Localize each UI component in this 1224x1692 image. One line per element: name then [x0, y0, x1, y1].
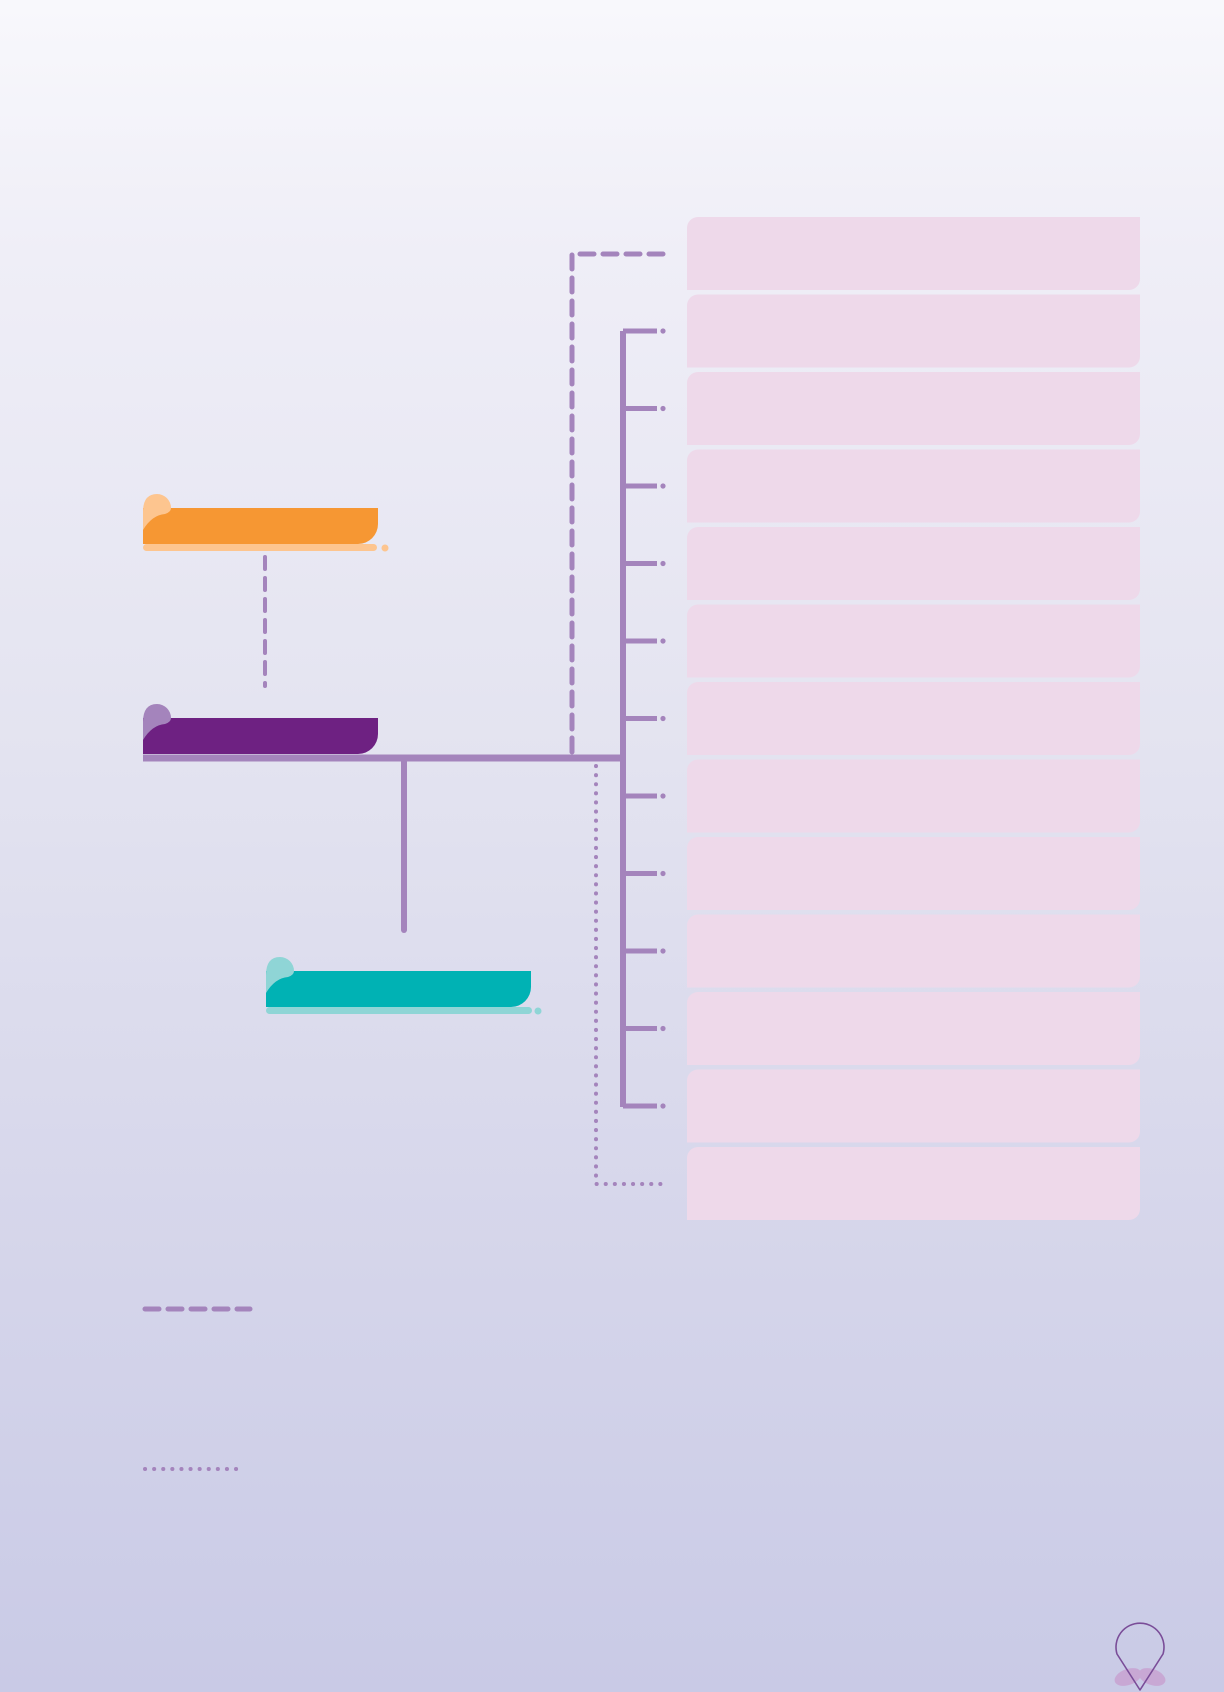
right-box-shape — [687, 914, 1140, 988]
right-box — [687, 604, 1140, 678]
solid-tick-dot — [660, 1025, 666, 1032]
drop-tab-icon — [143, 704, 171, 754]
right-box — [687, 217, 1140, 290]
right-box-column — [687, 217, 1140, 1220]
right-box-shape — [687, 217, 1140, 290]
right-box — [687, 527, 1140, 600]
solid-tick-dot — [660, 405, 666, 412]
right-box — [687, 837, 1140, 910]
right-box — [687, 1069, 1140, 1143]
solid-tick-dot — [660, 560, 666, 567]
solid-tick-dot — [660, 793, 666, 799]
right-box-shape — [687, 1069, 1140, 1143]
right-box — [687, 372, 1140, 445]
banner-teal-dot — [534, 1007, 542, 1015]
solid-tick-dot — [660, 1103, 666, 1109]
banner-teal — [266, 957, 542, 1015]
solid-tick-dot — [660, 483, 666, 489]
right-box-shape — [687, 682, 1140, 755]
right-box-shape — [687, 294, 1140, 368]
solid-tick-dot — [660, 870, 666, 877]
right-box-shape — [687, 837, 1140, 910]
banner-purple — [143, 704, 378, 754]
solid-tick-dot — [660, 328, 666, 334]
drop-tab-icon — [143, 494, 171, 544]
right-box-shape — [687, 759, 1140, 833]
right-box — [687, 759, 1140, 833]
right-box-shape — [687, 449, 1140, 523]
right-box — [687, 294, 1140, 368]
dashed-branch-top — [569, 251, 667, 755]
solid-ticks — [623, 328, 666, 1109]
banner-purple-body — [143, 718, 378, 754]
dotted-branch-bottom — [594, 764, 666, 1186]
banner-orange-body — [143, 508, 378, 544]
banner-teal-underline — [266, 1007, 532, 1014]
drop-logo-icon — [1114, 1622, 1166, 1691]
solid-tick-dot — [660, 638, 666, 644]
right-box — [687, 1147, 1140, 1220]
right-box-shape — [687, 372, 1140, 445]
right-box — [687, 914, 1140, 988]
banner-orange-dot — [381, 544, 389, 552]
right-box — [687, 449, 1140, 523]
connector-lines — [143, 251, 667, 1186]
banner-orange — [143, 494, 389, 552]
right-box — [687, 992, 1140, 1065]
right-box-shape — [687, 992, 1140, 1065]
right-box-shape — [687, 1147, 1140, 1220]
right-box-shape — [687, 527, 1140, 600]
banner-orange-underline — [143, 544, 377, 551]
legend — [142, 1306, 253, 1471]
drop-tab-icon — [266, 957, 294, 1007]
solid-tick-dot — [660, 715, 666, 722]
right-box — [687, 682, 1140, 755]
right-box-shape — [687, 604, 1140, 678]
solid-tick-dot — [660, 948, 666, 954]
banner-teal-body — [266, 971, 531, 1007]
